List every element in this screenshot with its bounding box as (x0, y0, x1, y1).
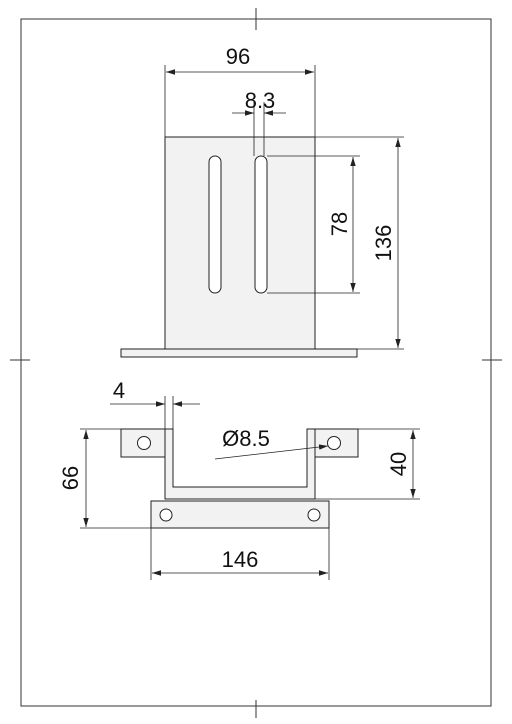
base-hole-right (307, 508, 321, 522)
flange-hole-left (137, 436, 151, 450)
flange-hole-right (327, 436, 341, 450)
base-hole-left (159, 508, 173, 522)
drawing-frame (10, 8, 502, 718)
slot-left (208, 155, 222, 294)
front-view (120, 136, 358, 358)
dim-label-146: 146 (222, 547, 259, 572)
dimension-slot-spacing: 8.3 (232, 88, 286, 156)
dimension-total-height: 66 (58, 428, 151, 529)
dimension-bracket-height: 40 (315, 428, 420, 500)
dimension-thickness: 4 (110, 378, 200, 429)
dim-label-136: 136 (371, 225, 396, 262)
side-view (120, 428, 359, 529)
dim-label-hole-diameter: Ø8.5 (222, 426, 270, 451)
dimension-plate-height: 136 (315, 136, 404, 350)
base-plate (120, 348, 358, 358)
slot-right (254, 155, 268, 294)
lower-base-plate (150, 500, 330, 529)
dim-label-40: 40 (386, 452, 411, 476)
dim-label-78: 78 (327, 212, 352, 236)
dim-label-8-3: 8.3 (245, 88, 276, 113)
dim-label-96: 96 (226, 44, 250, 69)
dim-label-4: 4 (113, 378, 125, 403)
dimension-base-width: 146 (150, 528, 330, 580)
vertical-plate (164, 136, 316, 350)
dimension-hole-diameter: Ø8.5 (214, 426, 329, 460)
dim-label-66: 66 (58, 466, 83, 490)
dimension-slot-length: 78 (267, 155, 360, 294)
dimension-top-width: 96 (164, 44, 316, 137)
